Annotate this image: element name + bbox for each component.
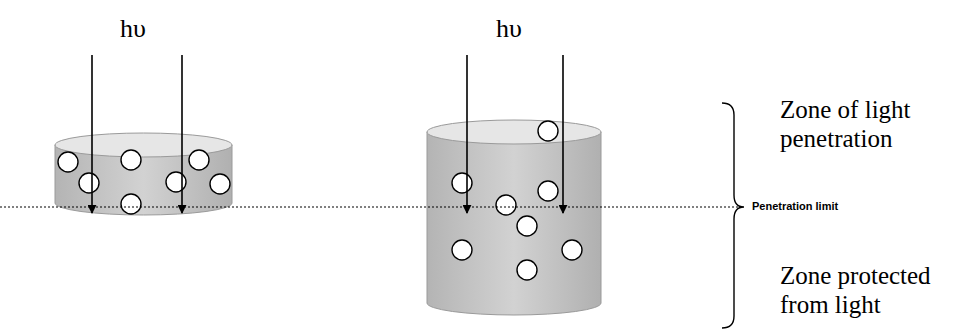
particles: [58, 121, 582, 280]
zone-label: Zone protected from light: [780, 262, 958, 320]
zone-label: Zone of light penetration: [780, 96, 958, 154]
tall-container: [427, 120, 601, 315]
penetration-line: [0, 207, 738, 208]
light-symbol: hυ: [120, 14, 146, 44]
limit-label: Penetration limit: [752, 200, 838, 213]
light-symbol: hυ: [496, 14, 522, 44]
zone-brace: [722, 103, 744, 328]
light-arrows: [92, 55, 563, 213]
short-container: [55, 133, 232, 215]
